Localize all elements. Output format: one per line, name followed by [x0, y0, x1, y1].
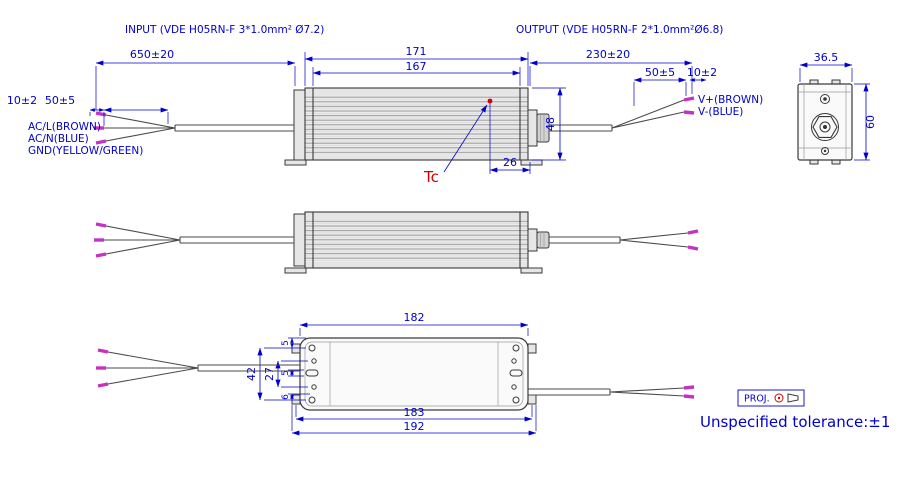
dim-plan-inner-span: 27 — [263, 367, 276, 381]
output-wires — [549, 229, 699, 251]
dim-output-strip: 50±5 — [645, 66, 675, 79]
heatsink-fins — [305, 95, 528, 153]
dim-tc-offset: 26 — [503, 156, 517, 169]
wire-tip — [95, 139, 107, 145]
wire-tip — [95, 111, 107, 117]
mounting-slot — [305, 369, 319, 377]
dim-input-cable-length: 650±20 — [130, 48, 174, 61]
gland-hex-nut — [812, 116, 838, 138]
output-wires — [549, 96, 695, 132]
wire-tip — [95, 252, 107, 258]
dim-output-strip-tip: 10±2 — [687, 66, 717, 79]
dim-plan-overall-length: 192 — [404, 420, 425, 433]
dim-end-height: 60 — [864, 115, 877, 129]
dim-plan-body-length: 182 — [404, 311, 425, 324]
wire-tip — [97, 382, 109, 388]
projection-circle-icon — [774, 393, 784, 403]
screw-top — [820, 94, 830, 104]
wire-tip — [687, 245, 699, 251]
wire-label-v-minus: V-(BLUE) — [698, 106, 743, 118]
dim-end-width: 36.5 — [814, 51, 839, 64]
output-cable-spec: OUTPUT (VDE H05RN-F 2*1.0mm²Ø6.8) — [516, 24, 723, 36]
tolerance-note: Unspecified tolerance:±1 — [700, 413, 890, 431]
end-bracket — [293, 89, 306, 161]
plan-view: 182 42 27 5 5 — [96, 311, 695, 436]
wire-label-v-plus: V+(BROWN) — [698, 94, 763, 106]
input-wires — [94, 222, 294, 258]
wire-tip — [683, 110, 695, 115]
dim-plan-hole-span: 183 — [404, 406, 425, 419]
dim-fin-length: 167 — [406, 60, 427, 73]
output-wires — [528, 385, 695, 399]
wire-tip — [683, 394, 695, 399]
dim-input-strip-tip: 10±2 — [7, 94, 37, 107]
dim-output-cable-length: 230±20 — [586, 48, 630, 61]
mounting-slot — [509, 369, 523, 377]
wire-tip — [95, 222, 107, 228]
heatsink-fins — [305, 218, 528, 262]
input-wires — [96, 348, 300, 388]
side-view-middle — [94, 211, 699, 274]
end-view: 36.5 60 — [797, 51, 877, 165]
wire-label-ac-l: AC/L(BROWN) — [28, 121, 101, 133]
projection-cone-icon — [787, 393, 799, 403]
dim-input-strip: 50±5 — [45, 94, 75, 107]
input-wires — [94, 111, 294, 145]
tc-point — [487, 98, 493, 104]
dim-plan-slot-width: 5 — [281, 370, 291, 376]
plan-body — [299, 337, 529, 411]
screw-bottom — [821, 147, 829, 155]
cable-gland-nut — [536, 113, 550, 143]
wire-label-ac-n: AC/N(BLUE) — [28, 133, 89, 145]
input-cable-spec: INPUT (VDE H05RN-F 3*1.0mm² Ø7.2) — [125, 24, 324, 36]
dim-plan-offset-bottom: 6 — [281, 394, 291, 400]
cable-gland-base — [527, 109, 538, 147]
mounting-foot-right — [520, 159, 543, 166]
cable-gland-face — [811, 113, 839, 141]
mounting-hole — [308, 344, 316, 352]
mounting-foot-left — [284, 159, 307, 166]
dim-body-height: 48 — [544, 117, 557, 131]
mounting-hole — [512, 396, 520, 404]
mounting-hole — [512, 344, 520, 352]
wire-label-gnd: GND(YELLOW/GREEN) — [28, 145, 143, 157]
projection-box: PROJ. — [737, 389, 805, 407]
wire-tip — [683, 385, 695, 390]
side-view-dimensions: 650±20 171 167 230±20 50±5 10±2 10±2 50±… — [7, 45, 717, 174]
wire-tip — [97, 348, 109, 354]
side-view-body — [284, 87, 550, 166]
dim-plan-offset-top: 5 — [281, 340, 291, 346]
mounting-hole — [308, 396, 316, 404]
dim-plan-hole-width: 42 — [245, 367, 258, 381]
projection-label: PROJ. — [744, 394, 770, 405]
wire-tip — [687, 229, 699, 235]
tc-callout: Tc — [423, 98, 493, 186]
dim-body-length: 171 — [406, 45, 427, 58]
tc-label: Tc — [423, 168, 439, 186]
wire-tip — [683, 96, 695, 102]
side-view-top: 650±20 171 167 230±20 50±5 10±2 10±2 50±… — [7, 45, 763, 186]
